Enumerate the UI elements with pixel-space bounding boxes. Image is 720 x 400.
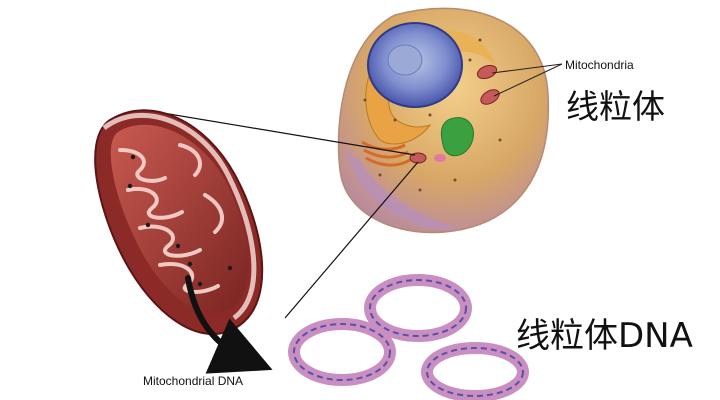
cell-mitochondrion-3 [409, 152, 427, 164]
label-mtdna-en: Mitochondrial DNA [143, 374, 244, 388]
label-mtdna-zh: 线粒体DNA [516, 316, 693, 356]
dna-ring-top [364, 274, 472, 342]
mtdna-pointer-arrow [185, 275, 273, 374]
mitochondria-leader-lines [491, 63, 563, 97]
zoom-lines [144, 109, 419, 319]
dna-ring-right [421, 342, 529, 400]
animal-cell [337, 7, 550, 234]
nucleolus [387, 44, 423, 76]
mitochondrion-matrix [110, 124, 249, 314]
mtdna-rings [288, 274, 529, 400]
green-organelle [440, 117, 474, 157]
cell-mitochondrion-2 [480, 89, 500, 105]
mtdna-dots [127, 154, 233, 287]
mitochondrion-outer-rim [102, 112, 257, 321]
label-mitochondria-zh: 线粒体 [566, 87, 665, 126]
label-mitochondria-en: Mitochondria [565, 58, 634, 72]
mitochondrion-cross-section [94, 109, 264, 335]
cell-mitochondrion-1 [476, 64, 498, 80]
dna-ring-left [288, 318, 396, 386]
cristae [118, 143, 225, 294]
